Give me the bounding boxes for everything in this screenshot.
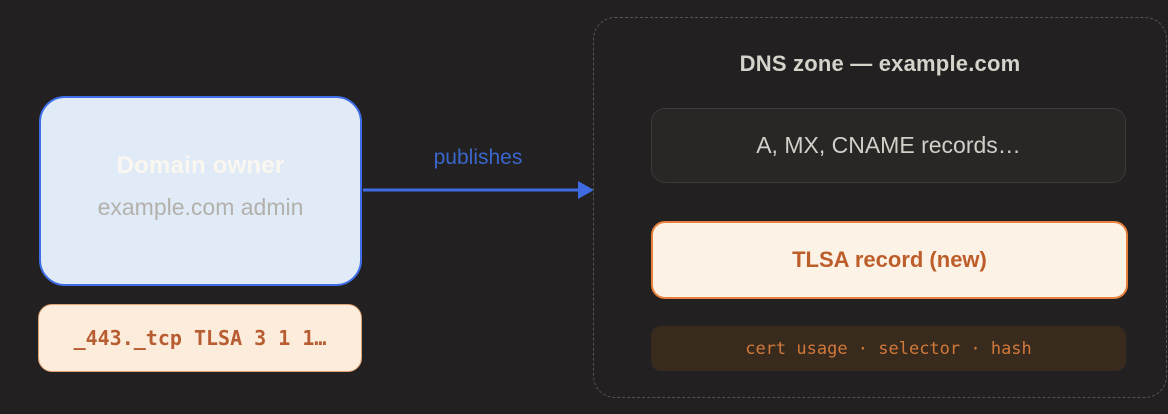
tlsa-record-box: TLSA record (new) <box>651 221 1128 299</box>
publishes-label: publishes <box>433 146 523 169</box>
dns-zone-container: DNS zone — example.com A, MX, CNAME reco… <box>593 17 1167 398</box>
tlsa-snippet-box: _443._tcp TLSA 3 1 1… <box>38 304 362 372</box>
tlsa-fields-label: cert usage · selector · hash <box>745 338 1032 359</box>
tlsa-record-label: TLSA record (new) <box>792 247 987 272</box>
domain-owner-subtitle: example.com admin <box>97 193 304 220</box>
tlsa-fields-box: cert usage · selector · hash <box>651 326 1126 371</box>
existing-records-label: A, MX, CNAME records… <box>756 132 1021 158</box>
existing-records-box: A, MX, CNAME records… <box>651 108 1126 183</box>
publishes-arrow-icon <box>363 181 594 199</box>
domain-owner-node: Domain owner example.com admin <box>39 96 362 286</box>
dns-zone-title: DNS zone — example.com <box>739 51 1021 76</box>
tlsa-snippet-text: _443._tcp TLSA 3 1 1… <box>73 326 327 350</box>
domain-owner-title: Domain owner <box>116 151 285 179</box>
